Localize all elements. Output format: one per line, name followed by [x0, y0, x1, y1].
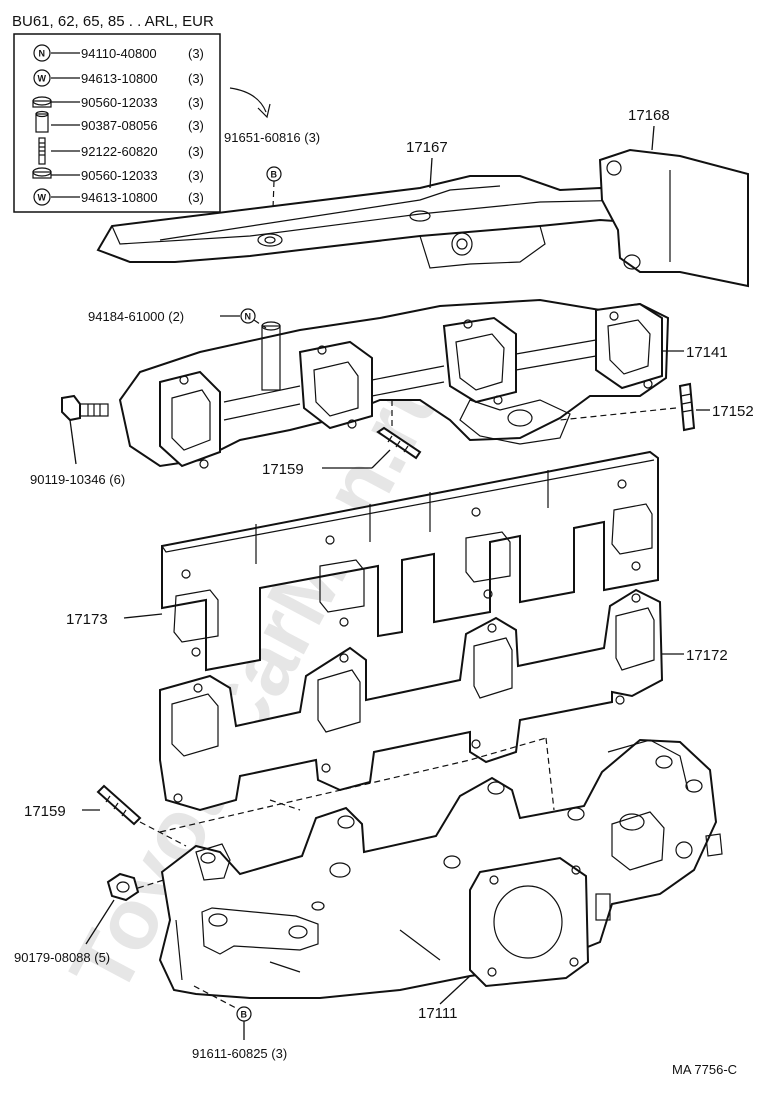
insulator-label: 17167 [406, 139, 448, 156]
gasket-rear-label: 17172 [686, 647, 728, 664]
bolt-b-symbol: B [271, 170, 278, 180]
legend-row: 90560-12033 (3) [32, 95, 204, 110]
nut-n-icon [240, 308, 256, 324]
legend-part-number: 94613-10800 [81, 190, 158, 205]
stud-mid-label: 17159 [262, 461, 304, 478]
legend-part-number: 90560-12033 [81, 95, 158, 110]
nut-n-icon: N [39, 49, 46, 59]
legend-row: 90560-12033 (3) [32, 167, 204, 183]
bracket-part [598, 148, 749, 288]
legend-part-number: 94110-40800 [81, 46, 157, 61]
washer-w-icon: W [38, 74, 47, 84]
applicability-header: BU61, 62, 65, 85 . . ARL, EUR [12, 13, 214, 30]
legend-part-number: 92122-60820 [81, 144, 158, 159]
stud-lower-label: 17159 [24, 803, 66, 820]
intake-manifold-part [118, 298, 670, 469]
collar-icon [35, 113, 49, 133]
bolt-b-symbol: B [241, 1010, 248, 1020]
bolt-b-top-label: 91651-60816 (3) [224, 130, 320, 145]
gasket-front-label: 17173 [66, 611, 108, 628]
legend-qty: (3) [188, 71, 204, 86]
legend-qty: (3) [188, 168, 204, 183]
exhaust-manifold-label: 17111 [418, 1005, 458, 1022]
legend-part-number: 94613-10800 [81, 71, 158, 86]
stud-right-label: 17152 [712, 403, 754, 420]
nut-lower-label: 90179-08088 (5) [14, 950, 110, 965]
legend-qty: (3) [188, 118, 204, 133]
stud-mid-part [376, 426, 422, 460]
legend-part-number: 90387-08056 [81, 118, 158, 133]
stud-right-part [678, 382, 696, 432]
legend-arrow [229, 87, 267, 113]
bolt-left-part [61, 394, 109, 422]
intake-manifold-label: 17141 [686, 344, 728, 361]
legend-qty: (3) [188, 95, 204, 110]
gasket-rear-part [159, 588, 664, 812]
washer-w-icon: W [38, 193, 47, 203]
hardware-legend-box: N 94110-40800 (3) W 94613-10800 (3) 9056… [13, 33, 221, 213]
legend-qty: (3) [188, 190, 204, 205]
stud-lower-part [96, 784, 142, 826]
nut-lower-part [106, 872, 140, 902]
bolt-left-label: 90119-10346 (6) [30, 472, 125, 487]
exhaust-manifold-part [158, 738, 723, 999]
bracket-label: 17168 [628, 107, 670, 124]
diagram-reference-code: MA 7756-C [672, 1062, 737, 1077]
legend-row: 90387-08056 (3) [35, 110, 204, 133]
bolt-b-bottom-label: 91611-60825 (3) [192, 1046, 287, 1061]
nut-n-label: 94184-61000 (2) [88, 309, 184, 324]
nut-n-symbol: N [245, 312, 252, 322]
legend-row: W 94613-10800 (3) [33, 69, 204, 87]
gasket-front-part [161, 450, 659, 672]
legend-qty: (3) [188, 46, 204, 61]
legend-row: N 94110-40800 (3) [33, 44, 204, 62]
legend-qty: (3) [188, 144, 204, 159]
legend-row: W 94613-10800 (3) [33, 188, 204, 206]
legend-row: 92122-60820 (3) [38, 137, 204, 165]
legend-part-number: 90560-12033 [81, 168, 158, 183]
